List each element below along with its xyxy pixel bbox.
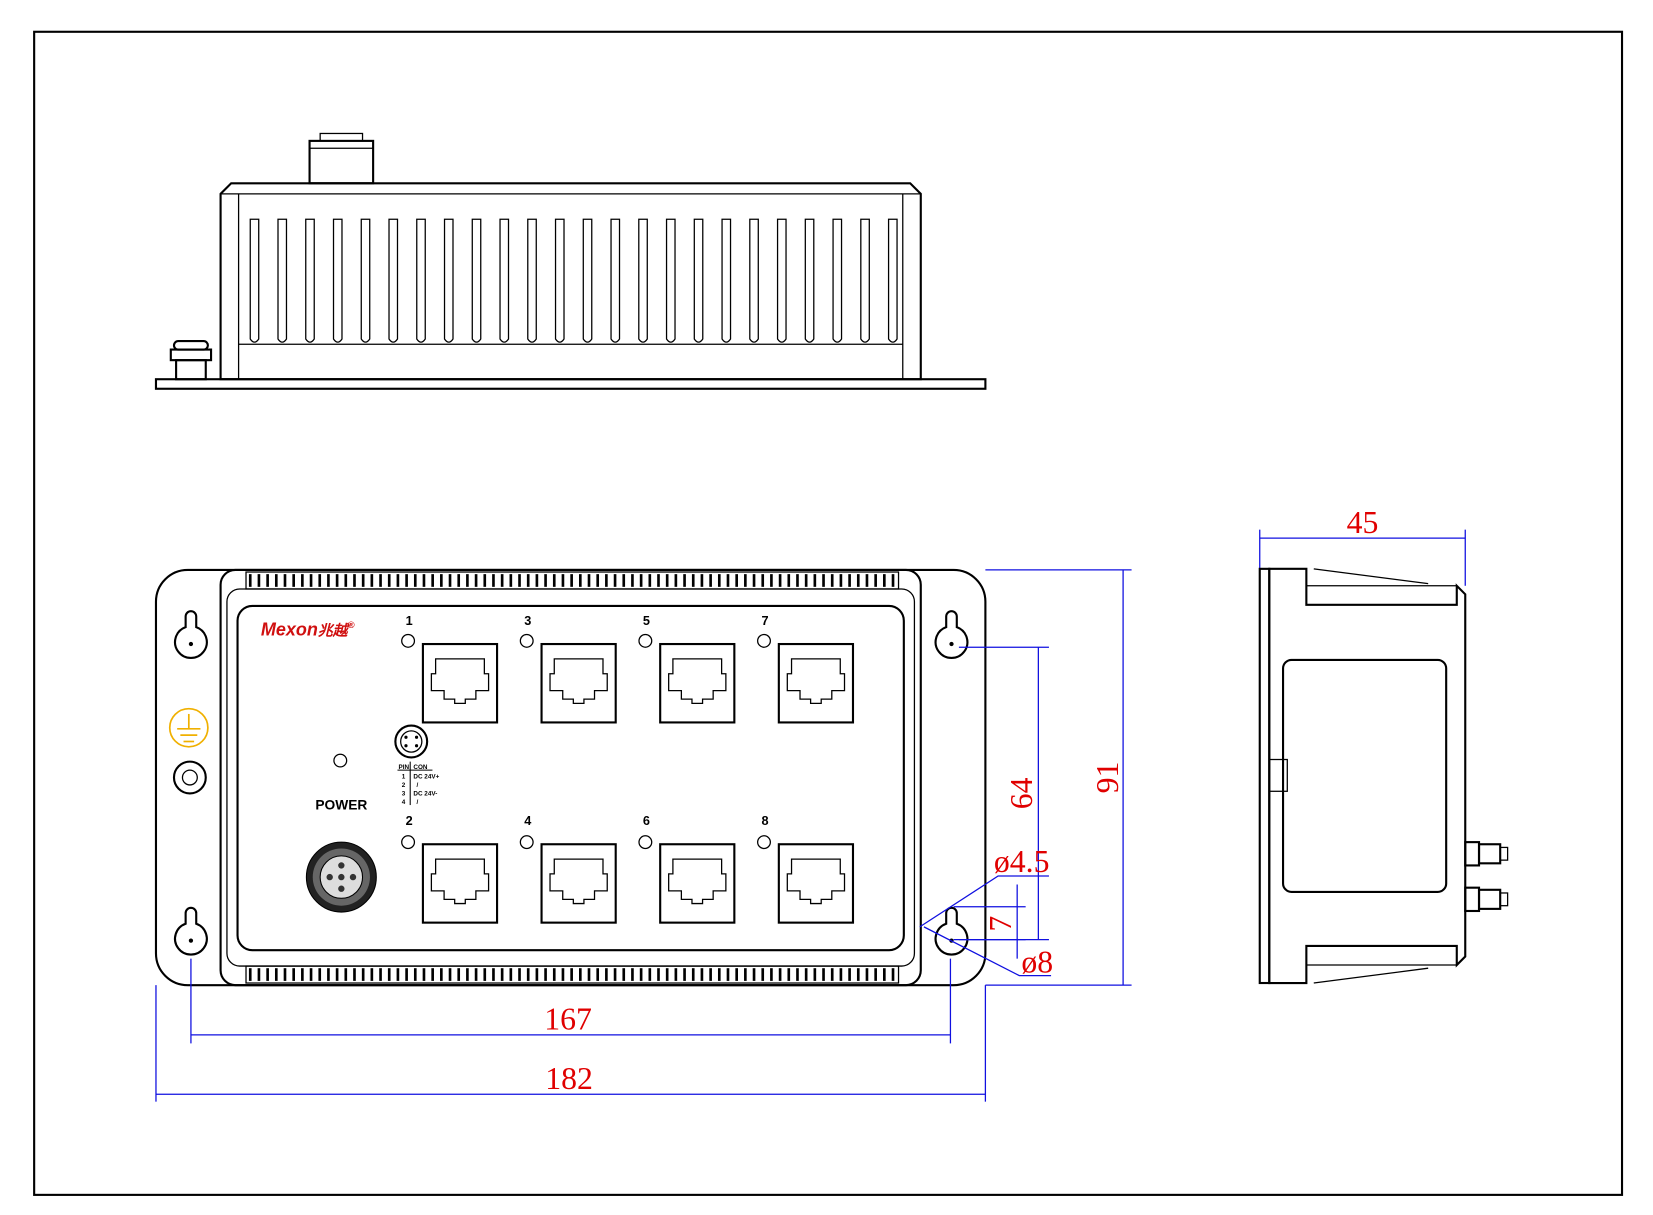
m12-power-connector (305, 841, 377, 913)
fin (721, 218, 732, 343)
port-number: 5 (643, 613, 650, 628)
port-number: 3 (524, 613, 531, 628)
housing-front (219, 568, 922, 987)
fin (499, 218, 510, 343)
dim-45: 45 (1347, 505, 1379, 540)
svg-text:DC 24V+: DC 24V+ (413, 774, 439, 781)
fin (443, 218, 454, 343)
fin (360, 218, 371, 343)
port-number: 4 (524, 813, 531, 828)
power-label: POWER (315, 797, 367, 812)
fin (554, 218, 565, 343)
svg-text:4: 4 (402, 799, 406, 806)
fin (804, 218, 815, 343)
port-led (519, 835, 534, 850)
fin (416, 218, 426, 343)
fin (277, 218, 288, 343)
fin (610, 218, 621, 343)
rj45-port-7: 7 (757, 613, 855, 724)
port-led (519, 633, 534, 648)
svg-text:1: 1 (402, 774, 406, 781)
port-number: 7 (762, 613, 769, 628)
brand-logo: Mexon兆越® (261, 620, 355, 640)
cooling-fins (249, 218, 898, 343)
dim-hole-diameter: ø8 (1021, 944, 1053, 979)
svg-text:3: 3 (402, 791, 406, 798)
mounting-keyhole (934, 610, 969, 659)
fin-strip-bottom (245, 965, 900, 984)
fin (665, 218, 676, 343)
svg-text:2: 2 (402, 782, 406, 789)
dim-182: 182 (545, 1061, 593, 1096)
mounting-keyhole (934, 906, 969, 956)
base-plate (154, 378, 987, 390)
top-connector (308, 139, 375, 185)
svg-text:/: / (417, 782, 419, 789)
svg-text:/: / (417, 799, 419, 806)
dim-slot-diameter: ø4.5 (994, 844, 1050, 879)
fin (749, 218, 759, 343)
fin (860, 218, 870, 343)
rj45-port-1: 1 (401, 613, 499, 724)
rj45-port-3: 3 (519, 613, 617, 724)
fin (305, 218, 315, 343)
side-connectors (1464, 841, 1509, 913)
port-number: 8 (762, 813, 769, 828)
rj45-port-2: 2 (401, 813, 499, 924)
dim-64: 64 (1004, 777, 1039, 809)
fin (832, 218, 843, 343)
rj45-port-6: 6 (638, 813, 736, 924)
fin (638, 218, 648, 343)
port-number: 6 (643, 813, 650, 828)
svg-text:DC 24V-: DC 24V- (413, 791, 437, 798)
ground-icon (168, 707, 209, 748)
rj45-port-8: 8 (757, 813, 855, 924)
fin (527, 218, 537, 343)
port-led (638, 633, 653, 648)
ground-screw-hole (172, 760, 207, 795)
port-number: 2 (406, 813, 413, 828)
svg-text:PIN: PIN (399, 764, 410, 771)
rj45-port-4: 4 (519, 813, 617, 924)
fin (249, 218, 260, 343)
fin-strip-top (245, 571, 900, 590)
dim-167: 167 (544, 1002, 592, 1037)
port-led (401, 835, 416, 850)
dim-91: 91 (1090, 762, 1125, 794)
port-led (757, 835, 771, 850)
port-led (638, 835, 653, 850)
port-led (401, 633, 416, 648)
mounting-keyhole (173, 906, 208, 956)
port-number: 1 (406, 613, 413, 628)
port-led (757, 633, 771, 648)
fin (332, 218, 343, 343)
mounting-keyhole (173, 610, 208, 659)
fin (388, 218, 399, 343)
dim-7: 7 (983, 916, 1018, 932)
fin (693, 218, 704, 343)
dimensions: 167 182 64 91 ø4.5 ø8 7 45 (155, 505, 1466, 1102)
cable-gland (169, 340, 213, 381)
pin-table: PIN CON 1 DC 24V+ 2 / 3 DC 24V- 4 / (397, 761, 440, 806)
fin (887, 218, 898, 343)
rj45-port-5: 5 (638, 613, 736, 724)
fin (776, 218, 787, 343)
fin (582, 218, 593, 343)
housing-side (219, 182, 922, 381)
power-led (333, 753, 348, 768)
top-view (154, 132, 987, 390)
side-view (1258, 567, 1509, 985)
fin (471, 218, 482, 343)
pin-diagram (394, 724, 429, 759)
front-view: Mexon兆越® POWER PIN CON 1 DC 24V+ 2 / 3 DC 2… (154, 568, 987, 987)
front-panel (236, 604, 905, 952)
svg-text:CON: CON (413, 764, 428, 771)
drawing-border (33, 30, 1624, 1196)
